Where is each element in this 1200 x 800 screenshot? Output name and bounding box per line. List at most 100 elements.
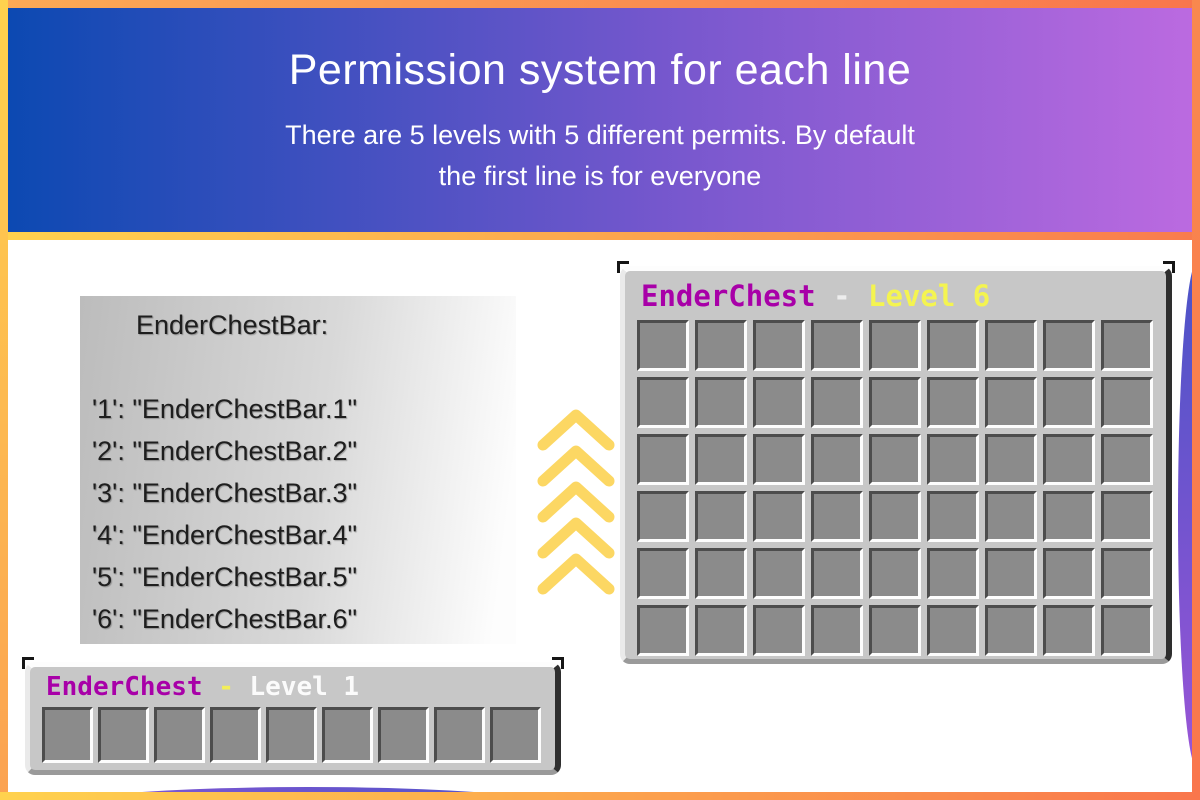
inventory-slot [490, 707, 541, 763]
frame-border-right [1192, 0, 1200, 800]
inventory-slot [1101, 605, 1153, 656]
inventory-slot [927, 434, 979, 485]
inventory-level: Level 6 [868, 279, 991, 313]
inventory-slot [266, 707, 317, 763]
content-area: EnderChestBar: '1': "EnderChestBar.1" '2'… [8, 240, 1192, 792]
inventory-slot [434, 707, 485, 763]
code-line: '2': "EnderChestBar.2" [92, 436, 358, 466]
page-title: Permission system for each line [288, 46, 912, 94]
inventory-name: EnderChest [46, 672, 203, 702]
inventory-title: EnderChest - Level 1 [46, 672, 555, 702]
inventory-slot [1101, 434, 1153, 485]
chevron-up-icon [537, 517, 615, 559]
inventory-slot [869, 434, 921, 485]
inventory-slot [869, 491, 921, 542]
code-line: '5': "EnderChestBar.5" [92, 562, 358, 592]
inventory-slot [1043, 605, 1095, 656]
inventory-slot [98, 707, 149, 763]
corner-notch-icon [1163, 261, 1175, 273]
enderchest-window-level1: EnderChest - Level 1 [22, 657, 564, 775]
inventory-slot [985, 377, 1037, 428]
inventory-slot [1101, 320, 1153, 371]
inventory-slot [927, 377, 979, 428]
page-subtitle-line-2: the first line is for everyone [438, 161, 762, 191]
inventory-slot [154, 707, 205, 763]
inventory-slot [695, 491, 747, 542]
page-subtitle-line-1: There are 5 levels with 5 different perm… [285, 120, 915, 150]
chevron-up-icon [537, 481, 615, 523]
code-line: '6': "EnderChestBar.6" [92, 604, 358, 634]
inventory-slot [869, 605, 921, 656]
inventory-slot [1043, 434, 1095, 485]
inventory-slot [985, 491, 1037, 542]
inventory-slot [811, 605, 863, 656]
inventory-slot [637, 548, 689, 599]
inventory-separator: - [833, 279, 851, 313]
frame-border-bottom [0, 792, 1200, 800]
inventory-slot [637, 491, 689, 542]
inventory-slot [1043, 377, 1095, 428]
inventory-slot [811, 377, 863, 428]
corner-notch-icon [22, 657, 34, 669]
inventory-grid [42, 707, 541, 763]
inventory-slot [753, 320, 805, 371]
inventory-slot [695, 548, 747, 599]
bottom-edge-accent-shape [8, 787, 608, 792]
header-banner: Permission system for each line There ar… [8, 8, 1192, 232]
inventory-slot [811, 434, 863, 485]
inventory-slot [927, 548, 979, 599]
inventory-slot [985, 548, 1037, 599]
inventory-slot [695, 434, 747, 485]
chevron-up-icon [537, 445, 615, 487]
inventory-slot [322, 707, 373, 763]
inventory-slot [985, 320, 1037, 371]
corner-notch-icon [617, 261, 629, 273]
frame-border-left [0, 0, 8, 800]
inventory-slot [985, 434, 1037, 485]
inventory-slot [1043, 320, 1095, 371]
inventory-grid [637, 320, 1153, 656]
up-arrows-icon [537, 409, 615, 595]
inventory-slot [695, 605, 747, 656]
inventory-slot [1043, 491, 1095, 542]
code-box-spacer [92, 346, 516, 388]
enderchest-window-level6: EnderChest - Level 6 [617, 261, 1175, 664]
inventory-slot [811, 491, 863, 542]
page-subtitle: There are 5 levels with 5 different perm… [8, 115, 1192, 197]
inventory-slot [695, 320, 747, 371]
code-lines: '1': "EnderChestBar.1" '2': "EnderChestBa… [92, 388, 516, 640]
frame-header-separator [8, 232, 1192, 240]
inventory-slot [753, 605, 805, 656]
code-box-title: EnderChestBar: [136, 310, 329, 340]
corner-notch-icon [552, 657, 564, 669]
inventory-level: Level 1 [249, 672, 360, 702]
inventory-separator: - [218, 672, 234, 702]
inventory-slot [753, 377, 805, 428]
inventory-slot [927, 491, 979, 542]
inventory-slot [1101, 377, 1153, 428]
inventory-slot [811, 320, 863, 371]
chevron-up-icon [537, 409, 615, 451]
inventory-slot [869, 548, 921, 599]
inventory-slot [42, 707, 93, 763]
inventory-slot [753, 548, 805, 599]
inventory-slot [753, 491, 805, 542]
inventory-slot [1043, 548, 1095, 599]
inventory-slot [637, 434, 689, 485]
inventory-slot [927, 320, 979, 371]
chevron-up-icon [537, 553, 615, 595]
code-line: '3': "EnderChestBar.3" [92, 478, 358, 508]
inventory-slot [378, 707, 429, 763]
inventory-slot [695, 377, 747, 428]
inventory-slot [637, 320, 689, 371]
inventory-slot [927, 605, 979, 656]
inventory-slot [985, 605, 1037, 656]
frame-border-top [0, 0, 1200, 8]
right-edge-accent-shape [1178, 260, 1192, 770]
inventory-name: EnderChest [641, 279, 816, 313]
inventory-slot [869, 320, 921, 371]
inventory-slot [869, 377, 921, 428]
code-line: '4': "EnderChestBar.4" [92, 520, 358, 550]
code-line: '1': "EnderChestBar.1" [92, 394, 358, 424]
